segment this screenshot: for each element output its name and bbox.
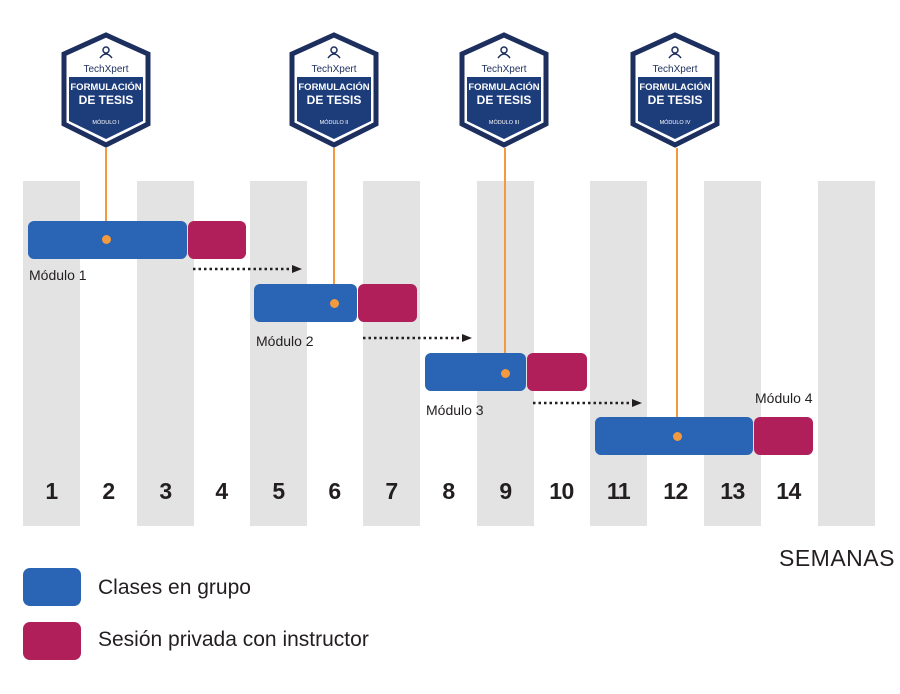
badge-connector-line [504,148,506,373]
dotted-arrow-icon [533,399,642,407]
badge-connector-line [333,148,335,303]
legend-swatch-private [23,622,81,660]
module-3-group-bar [425,353,526,391]
week-number: 8 [442,478,455,504]
badge-connector-line [105,148,107,239]
module-1-label: Módulo 1 [29,267,87,283]
week-column-bg [363,181,420,526]
module-2-private-bar [358,284,417,322]
module-badge-1: TechXpert FORMULACIÓN DE TESIS MÓDULO I [61,32,151,148]
legend-label-private: Sesión privada con instructor [98,628,369,651]
svg-text:TechXpert: TechXpert [311,64,356,75]
connector-dot [101,234,111,244]
svg-text:DE TESIS: DE TESIS [648,93,703,107]
svg-text:MÓDULO I: MÓDULO I [92,119,120,126]
dotted-arrow-icon [363,334,472,342]
badge-shield-icon: TechXpert FORMULACIÓN DE TESIS MÓDULO II [289,32,379,148]
week-column-bg [704,181,761,526]
week-column-bg [250,181,307,526]
svg-text:MÓDULO III: MÓDULO III [489,119,520,126]
svg-text:DE TESIS: DE TESIS [307,93,362,107]
week-number: 12 [663,478,688,504]
svg-text:FORMULACIÓN: FORMULACIÓN [70,81,141,93]
week-number: 3 [159,478,172,504]
axis-title: SEMANAS [779,545,895,571]
module-badge-3: TechXpert FORMULACIÓN DE TESIS MÓDULO II… [459,32,549,148]
svg-text:MÓDULO IV: MÓDULO IV [660,119,691,126]
svg-text:TechXpert: TechXpert [652,64,697,75]
week-number: 2 [102,478,115,504]
week-number: 13 [720,478,745,504]
module-2-label: Módulo 2 [256,333,314,349]
module-4-label: Módulo 4 [755,390,813,406]
badge-shield-icon: TechXpert FORMULACIÓN DE TESIS MÓDULO II… [459,32,549,148]
week-number: 5 [272,478,285,504]
legend-label-group: Clases en grupo [98,576,251,599]
week-number: 7 [385,478,398,504]
connector-dot [500,368,510,378]
svg-text:MÓDULO II: MÓDULO II [320,119,349,126]
week-column-bg [590,181,647,526]
badge-shield-icon: TechXpert FORMULACIÓN DE TESIS MÓDULO I [61,32,151,148]
week-number: 10 [549,478,574,504]
week-number: 6 [328,478,341,504]
svg-text:DE TESIS: DE TESIS [477,93,532,107]
module-4-private-bar [754,417,813,455]
badge-connector-line [676,148,678,436]
week-column-bg [818,181,875,526]
badge-shield-icon: TechXpert FORMULACIÓN DE TESIS MÓDULO IV [630,32,720,148]
week-number: 14 [776,478,801,504]
connector-dot [329,298,339,308]
week-number: 1 [45,478,58,504]
svg-text:FORMULACIÓN: FORMULACIÓN [468,81,539,93]
module-3-private-bar [527,353,587,391]
week-number: 11 [606,478,631,504]
module-1-private-bar [188,221,246,259]
svg-text:FORMULACIÓN: FORMULACIÓN [298,81,369,93]
svg-text:TechXpert: TechXpert [83,64,128,75]
svg-text:FORMULACIÓN: FORMULACIÓN [639,81,710,93]
module-3-label: Módulo 3 [426,402,484,418]
connector-dot [672,431,682,441]
svg-text:TechXpert: TechXpert [481,64,526,75]
week-number: 4 [215,478,228,504]
week-number: 9 [499,478,512,504]
legend-swatch-group [23,568,81,606]
dotted-arrow-icon [193,265,302,273]
module-badge-2: TechXpert FORMULACIÓN DE TESIS MÓDULO II [289,32,379,148]
module-badge-4: TechXpert FORMULACIÓN DE TESIS MÓDULO IV [630,32,720,148]
svg-text:DE TESIS: DE TESIS [79,93,134,107]
module-2-group-bar [254,284,357,322]
